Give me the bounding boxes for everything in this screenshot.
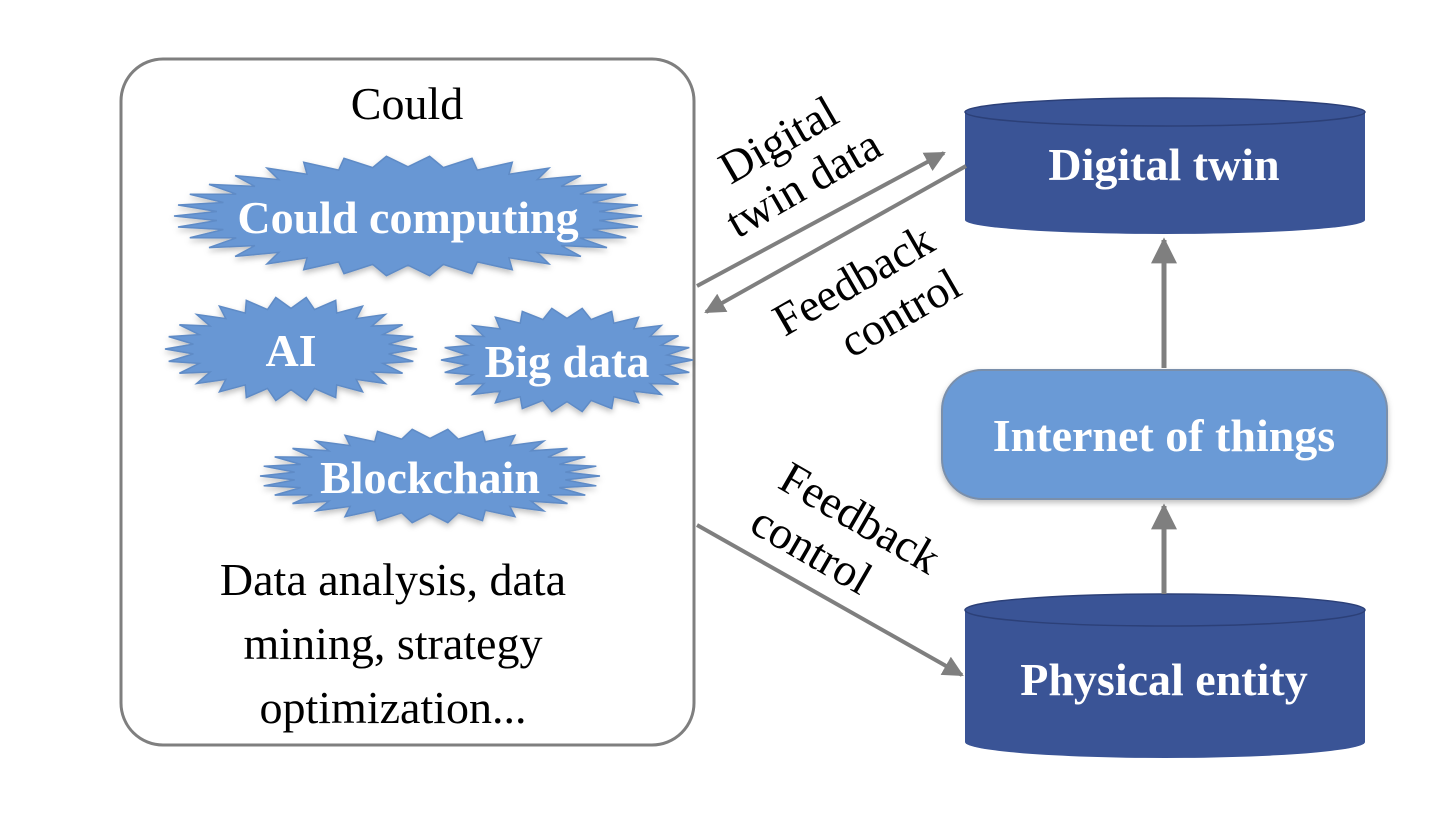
- big-data-label: Big data: [485, 336, 650, 387]
- arrow-feedback-control-lower: [696, 523, 964, 677]
- ai-label: AI: [265, 325, 316, 376]
- big-data-burst: [440, 307, 694, 413]
- blockchain-burst: [259, 428, 601, 524]
- feedback-control-lower-label: Feedback control: [742, 451, 949, 604]
- cloud-computing-label: Could computing: [237, 192, 578, 243]
- cloud-description-line-2: mining, strategy: [244, 618, 543, 669]
- digital-twin-cylinder: [964, 97, 1366, 234]
- ai-burst-shape: [164, 296, 418, 402]
- cloud-description-line-1: Data analysis, data: [220, 554, 566, 605]
- internet-of-things-box: [941, 369, 1388, 500]
- ai-burst: [164, 296, 418, 402]
- digital-twin-cylinder-top: [964, 97, 1366, 127]
- digital-twin-data-label: Digital twin data: [710, 86, 889, 248]
- cloud-computing-burst-shape: [173, 155, 643, 277]
- physical-entity-cylinder-top: [964, 593, 1366, 627]
- physical-entity-cylinder: [964, 593, 1366, 758]
- blockchain-label: Blockchain: [320, 452, 540, 503]
- cloud-computing-burst: [173, 155, 643, 277]
- physical-entity-label: Physical entity: [1020, 654, 1307, 705]
- big-data-burst-shape: [440, 307, 694, 413]
- physical-entity-cylinder-body: [965, 610, 1365, 758]
- arrow-digital-twin-data: [696, 151, 946, 288]
- cloud-description-line-3: optimization...: [259, 682, 526, 733]
- internet-of-things-label: Internet of things: [993, 410, 1335, 461]
- digital-twin-label: Digital twin: [1048, 139, 1279, 190]
- cloud-box-title: Could: [351, 78, 463, 129]
- arrow-feedback-control-upper: [704, 164, 967, 314]
- blockchain-burst-shape: [259, 428, 601, 524]
- feedback-control-upper-label: Feedback control: [764, 213, 969, 367]
- digital-twin-cylinder-body: [965, 112, 1365, 234]
